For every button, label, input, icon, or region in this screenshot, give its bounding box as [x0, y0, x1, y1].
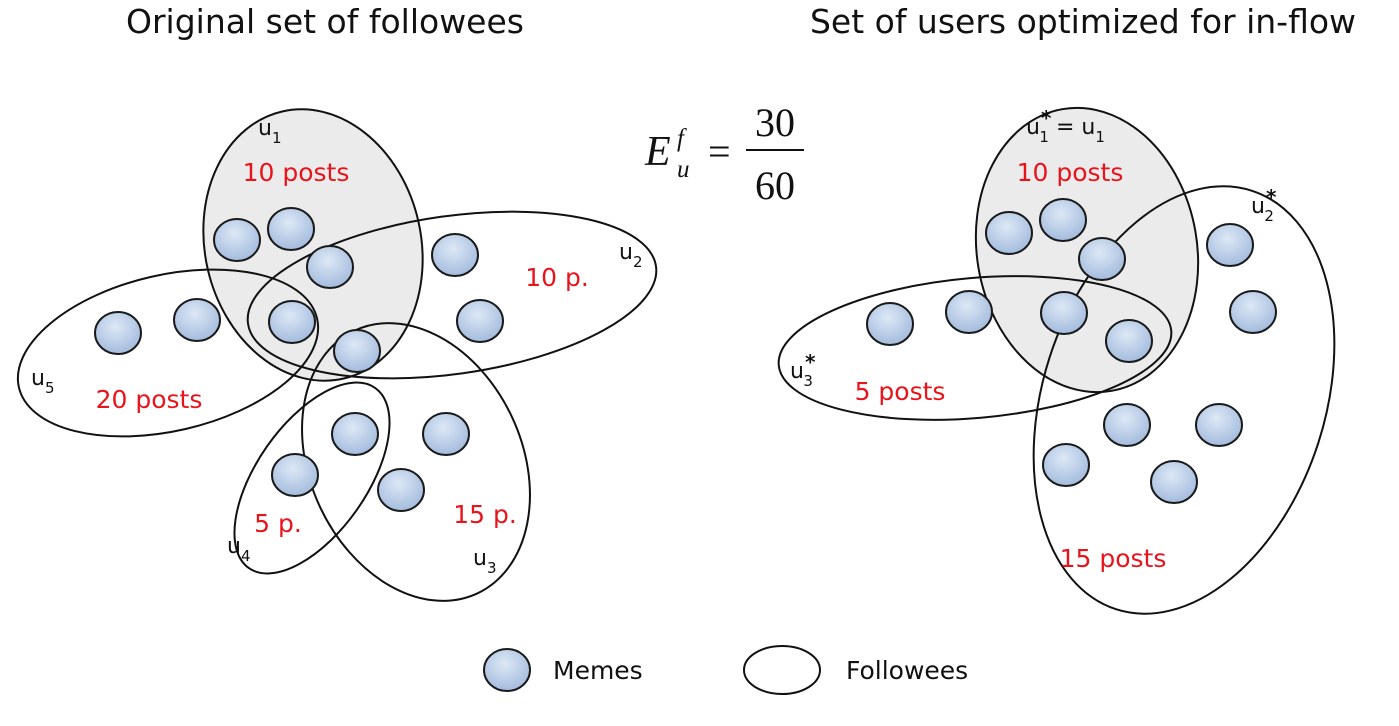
meme [306, 245, 354, 289]
formula-superscript: f [677, 125, 687, 152]
meme [94, 311, 142, 355]
u2-posts-label: 10 p. [525, 263, 589, 292]
u2star-label: u*2 [1251, 185, 1277, 225]
meme [1195, 403, 1243, 447]
meme [431, 233, 479, 277]
u1-posts-label: 10 posts [243, 158, 350, 187]
u3star-label: u*3 [790, 350, 816, 390]
meme [456, 299, 504, 343]
meme [1039, 198, 1087, 242]
legend-memes-label: Memes [553, 656, 643, 685]
u1-label: u1 [258, 116, 282, 147]
u3-posts-label: 15 p. [453, 500, 517, 529]
meme [985, 211, 1033, 255]
left-panel: 10 posts 10 p. 20 posts 15 p. 5 p. u1 u2… [16, 108, 658, 602]
u5-label: u5 [31, 366, 55, 397]
u4-label: u4 [227, 534, 251, 565]
right-title: Set of users optimized for in-flow [810, 2, 1356, 41]
followee-u4-ellipse [233, 381, 391, 575]
u1star-label: u*1 = u1 [1026, 106, 1105, 146]
meme [1206, 223, 1254, 267]
formula-equals: = [708, 129, 731, 174]
meme [377, 468, 425, 512]
meme [1150, 460, 1198, 504]
followee-u3star-ellipse [777, 275, 1173, 421]
meme [173, 298, 221, 342]
meme [1042, 443, 1090, 487]
left-title: Original set of followees [126, 2, 524, 41]
in-flow-efficiency-formula: E f u = 30 60 [644, 100, 804, 208]
u3-label: u3 [473, 546, 497, 577]
followee-u5-ellipse [16, 268, 320, 438]
formula-base: E [644, 129, 671, 175]
followee-u2star-ellipse [1032, 185, 1336, 615]
meme [422, 412, 470, 456]
meme [268, 300, 316, 344]
legend-followees-label: Followees [846, 656, 968, 685]
meme [333, 329, 381, 373]
u5-posts-label: 20 posts [96, 385, 203, 414]
followee-u2-ellipse [246, 210, 658, 380]
meme [1078, 237, 1126, 281]
formula-numerator: 30 [755, 100, 795, 145]
u2-label: u2 [619, 240, 643, 271]
meme [213, 218, 261, 262]
formula-denominator: 60 [755, 163, 795, 208]
meme [945, 290, 993, 334]
meme [271, 453, 319, 497]
meme [267, 207, 315, 251]
meme [1103, 403, 1151, 447]
u4-posts-label: 5 p. [254, 509, 302, 538]
meme [1040, 291, 1088, 335]
legend-meme-icon [483, 648, 531, 692]
meme [331, 412, 379, 456]
meme [1105, 319, 1153, 363]
u3star-posts-label: 5 posts [855, 377, 946, 406]
u1star-posts-label: 10 posts [1017, 158, 1124, 187]
formula-subscript: u [677, 156, 690, 183]
meme [866, 302, 914, 346]
legend-followee-icon [743, 645, 821, 695]
u2star-posts-label: 15 posts [1060, 544, 1167, 573]
right-panel: 10 posts 5 posts 15 posts u*1 = u1 u*2 u… [777, 106, 1336, 615]
meme [1229, 290, 1277, 334]
legend: Memes Followees [483, 645, 968, 695]
